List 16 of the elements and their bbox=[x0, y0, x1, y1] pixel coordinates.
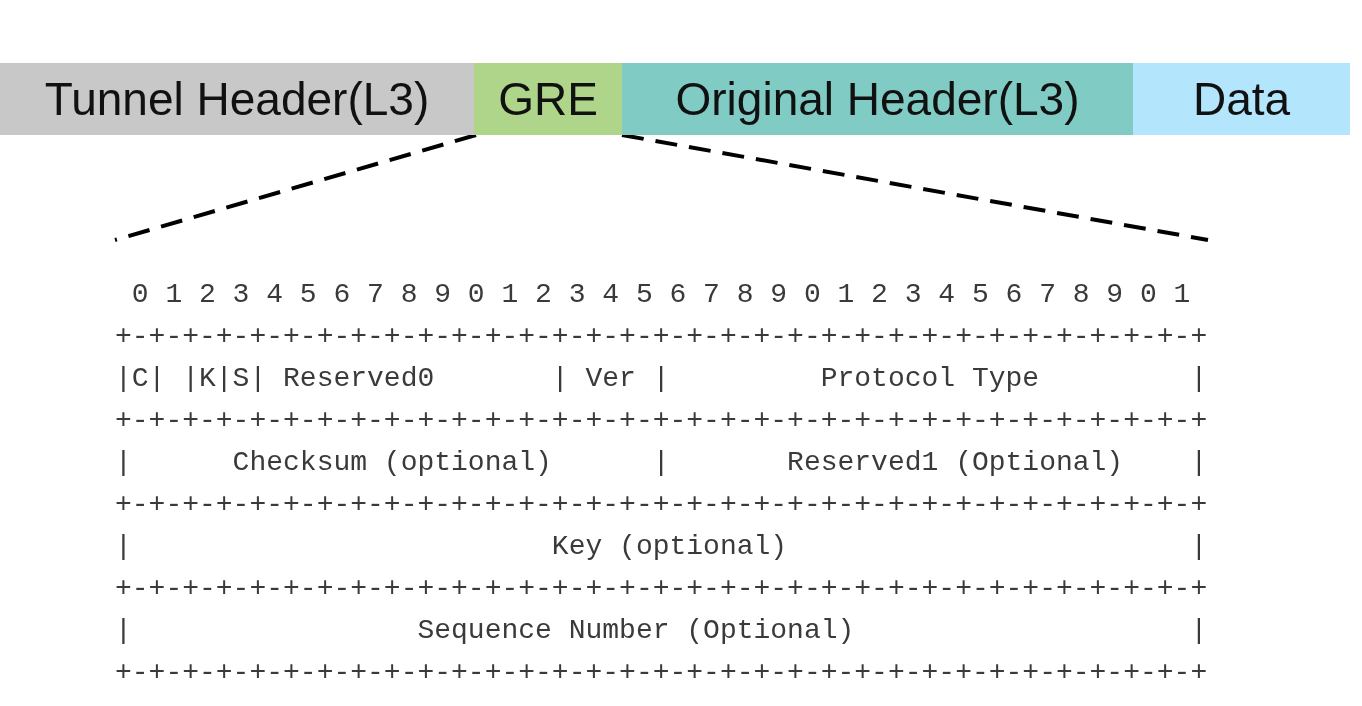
bit-number-row-text: 0 1 2 3 4 5 6 7 8 9 0 1 2 3 4 5 6 7 8 9 0 1 2 3 4 5 6 7 8 9 0 1 bbox=[131, 278, 1191, 312]
header-field-row-text: | Sequence Number (Optional) | bbox=[115, 614, 1208, 648]
header-field-row-text: | Key (optional) | bbox=[115, 530, 1208, 564]
ascii-border-row-text: +-+-+-+-+-+-+-+-+-+-+-+-+-+-+-+-+-+-+-+-+-+-+-+-+-+-+-+-+-+-+-+-+ bbox=[115, 488, 1208, 522]
header-segment: Tunnel Header(L3) bbox=[0, 63, 474, 135]
header-field-row-text: |C| |K|S| Reserved0 | Ver | Protocol Type | bbox=[115, 362, 1208, 396]
header-segment: Data bbox=[1133, 63, 1350, 135]
ascii-border-row-text: +-+-+-+-+-+-+-+-+-+-+-+-+-+-+-+-+-+-+-+-+-+-+-+-+-+-+-+-+-+-+-+-+ bbox=[115, 572, 1208, 606]
header-field-row-text: | Checksum (optional) | Reserved1 (Optional) | bbox=[115, 446, 1208, 480]
ascii-border-row-text: +-+-+-+-+-+-+-+-+-+-+-+-+-+-+-+-+-+-+-+-+-+-+-+-+-+-+-+-+-+-+-+-+ bbox=[115, 320, 1208, 354]
header-segment: GRE bbox=[474, 63, 622, 135]
ascii-border-row-text: +-+-+-+-+-+-+-+-+-+-+-+-+-+-+-+-+-+-+-+-+-+-+-+-+-+-+-+-+-+-+-+-+ bbox=[115, 404, 1208, 438]
ascii-border-row-text: +-+-+-+-+-+-+-+-+-+-+-+-+-+-+-+-+-+-+-+-+-+-+-+-+-+-+-+-+-+-+-+-+ bbox=[115, 656, 1208, 690]
dashed-zoom-line bbox=[621, 133, 1209, 242]
dashed-zoom-line bbox=[114, 133, 477, 242]
header-segment: Original Header(L3) bbox=[622, 63, 1133, 135]
